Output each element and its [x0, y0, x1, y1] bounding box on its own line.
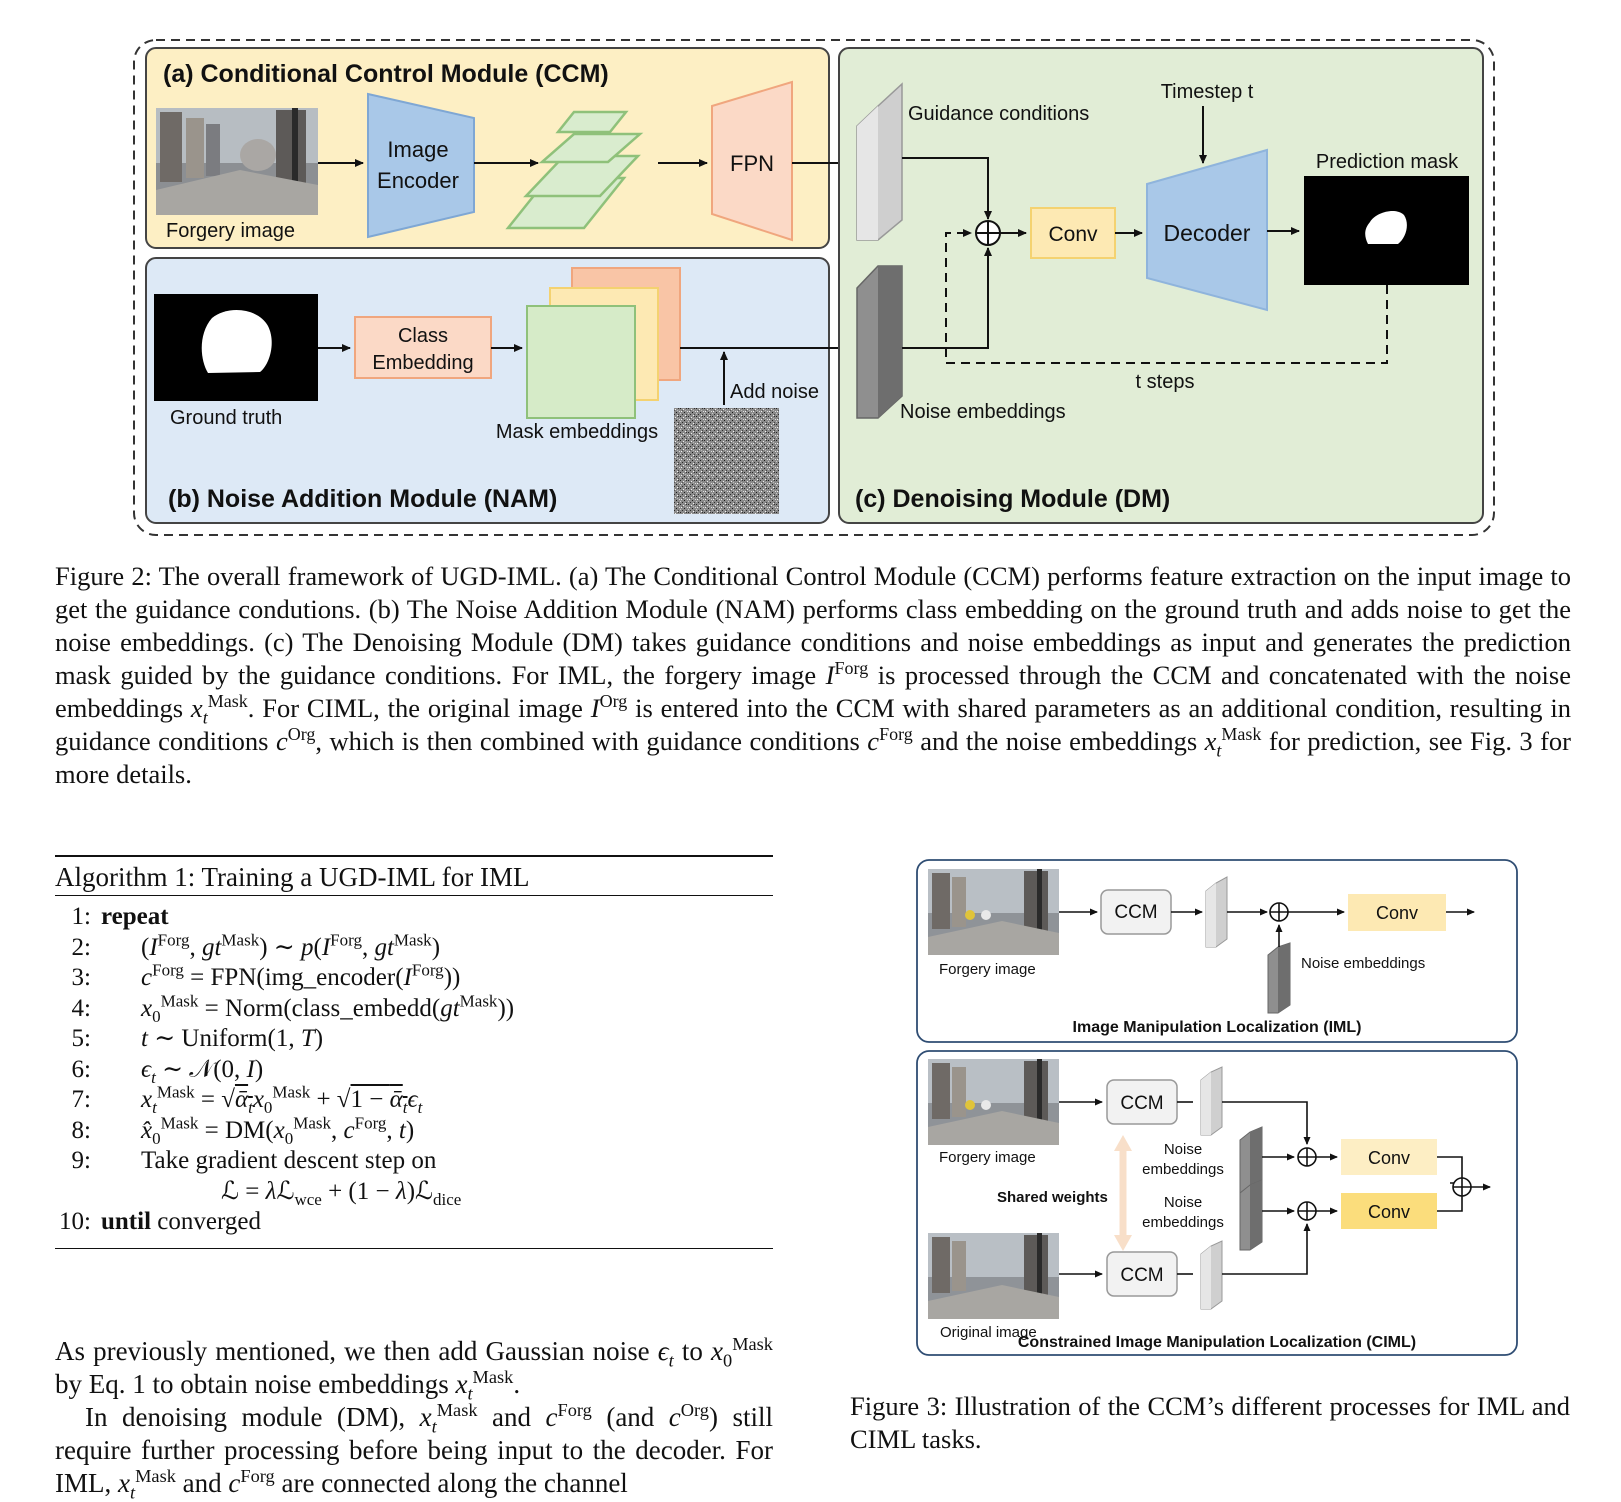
original-image-label: Original image: [940, 1324, 1037, 1341]
image-encoder-label-1: Image: [387, 137, 448, 162]
mask-embeddings-stack: [526, 267, 681, 419]
guidance-conditions-slab: [856, 82, 903, 241]
ciml-plus-top-icon: [1297, 1147, 1317, 1167]
noise-embeddings-slab: [856, 265, 903, 419]
iml-conv-block: [1348, 894, 1446, 931]
ciml-conv-top-label: Conv: [1368, 1148, 1410, 1168]
mask-embeddings-label: Mask embeddings: [496, 421, 658, 443]
ciml-forgery-image: [928, 1059, 1059, 1145]
ciml-ccm-bottom-label: CCM: [1120, 1265, 1163, 1286]
forgery-image-thumbnail: [156, 108, 318, 215]
algorithm-line: ℒ = λℒwce + (1 − λ)ℒdice: [221, 1177, 462, 1209]
paragraph: In denoising module (DM), xtMask and cFo…: [55, 1400, 773, 1502]
class-embedding-label-2: Embedding: [372, 352, 473, 374]
ciml-guidance-top-slab: [1200, 1066, 1223, 1136]
ccm-panel: (a) Conditional Control Module (CCM) For…: [145, 47, 851, 249]
algorithm-line: 6: ϵt ∼ 𝒩(0, I): [71, 1055, 264, 1087]
algorithm-line: 8: x̂0Mask = DM(x0Mask, cForg, t): [71, 1113, 415, 1148]
iml-plus-icon: [1269, 902, 1289, 922]
iml-forgery-label: Forgery image: [939, 961, 1036, 978]
iml-noise-slab: [1267, 942, 1291, 1014]
ciml-noise-bottom-label-1: Noise: [1164, 1194, 1202, 1211]
guidance-conditions-label: Guidance conditions: [908, 103, 1089, 125]
ciml-final-plus-icon: [1452, 1177, 1472, 1197]
fpn-block: [711, 80, 793, 242]
ciml-ccm-top-label: CCM: [1120, 1093, 1163, 1114]
algorithm-line: 3: cForg = FPN(img_encoder(IForg)): [71, 960, 461, 991]
decoder-label: Decoder: [1164, 220, 1251, 246]
outer-dashed-frame: [133, 39, 1495, 536]
figure-2-caption: Figure 2: The overall framework of UGD-I…: [55, 561, 1572, 789]
iml-ccm-label: CCM: [1114, 902, 1157, 923]
feature-pyramid-layers: [505, 110, 644, 230]
t-steps-label: t steps: [1136, 371, 1195, 393]
shared-weights-arrow: [1114, 1135, 1132, 1251]
noise-sample: [674, 408, 779, 514]
ciml-guidance-bottom-slab: [1200, 1240, 1223, 1310]
dm-panel: (c) Denoising Module (DM) Guidance condi…: [838, 47, 1484, 524]
decoder-block: [1146, 148, 1268, 312]
ciml-plus-bottom-icon: [1297, 1201, 1317, 1221]
figure-3-ccm-processes: Forgery image CCM Noise embeddings Conv …: [916, 859, 1518, 1356]
nam-title: (b) Noise Addition Module (NAM): [168, 485, 557, 513]
ciml-panel: Forgery image CCM Shared weights Noise e…: [916, 1050, 1518, 1356]
algorithm-line: 9: Take gradient descent step on: [71, 1147, 437, 1174]
algorithm-line: 2: (IForg, gtMask) ∼ p(IForg, gtMask): [71, 930, 441, 961]
image-encoder-block: [367, 92, 475, 239]
ciml-conv-bottom-block: [1341, 1193, 1437, 1229]
fpn-label: FPN: [730, 151, 774, 176]
algorithm-line: 5: t ∼ Uniform(1, T): [71, 1025, 324, 1052]
figure-3-caption: Figure 3: Illustration of the CCM’s diff…: [850, 1391, 1570, 1454]
ciml-original-image: [928, 1233, 1059, 1319]
ciml-noise-top-label-1: Noise: [1164, 1141, 1202, 1158]
ciml-title: Constrained Image Manipulation Localizat…: [1018, 1334, 1416, 1351]
iml-panel: Forgery image CCM Noise embeddings Conv …: [916, 859, 1518, 1043]
add-noise-label: Add noise: [730, 381, 819, 403]
prediction-mask-label: Prediction mask: [1316, 151, 1459, 173]
timestep-label: Timestep t: [1161, 81, 1254, 103]
nam-panel: (b) Noise Addition Module (NAM) Ground t…: [145, 257, 851, 524]
class-embedding-label-1: Class: [398, 325, 448, 347]
t-steps-loop: [945, 229, 1388, 364]
algorithm-line: 10: until converged: [59, 1208, 261, 1235]
ccm-title: (a) Conditional Control Module (CCM): [163, 60, 609, 88]
algorithm-title: Algorithm 1: Training a UGD-IML for IML: [55, 862, 530, 892]
algorithm-line: 7: xtMask = √ᾱtx0Mask + √1 − ᾱtϵt: [71, 1082, 423, 1117]
conv-label: Conv: [1048, 223, 1098, 246]
class-embedding-block: [354, 316, 492, 379]
image-encoder-label-2: Encoder: [377, 168, 459, 193]
iml-forgery-image: [928, 869, 1059, 955]
algorithm-line: 1: repeat: [71, 903, 169, 930]
ciml-conv-bottom-label: Conv: [1368, 1202, 1410, 1222]
figure-2-framework: (a) Conditional Control Module (CCM) For…: [133, 39, 1495, 536]
body-text: As previously mentioned, we then add Gau…: [55, 1334, 773, 1502]
algorithm-line: 4: x0Mask = Norm(class_embedd(gtMask)): [71, 991, 515, 1026]
ciml-noise-bottom-slab: [1239, 1179, 1263, 1251]
iml-noise-label: Noise embeddings: [1301, 955, 1425, 972]
ciml-forgery-label: Forgery image: [939, 1149, 1036, 1166]
concat-plus-icon: [975, 220, 1001, 246]
forgery-image-label: Forgery image: [166, 220, 295, 242]
shared-weights-label: Shared weights: [997, 1189, 1108, 1206]
noise-embeddings-label: Noise embeddings: [900, 401, 1066, 423]
dm-title: (c) Denoising Module (DM): [855, 485, 1170, 513]
prediction-mask-image: [1304, 176, 1469, 285]
ground-truth-mask: [154, 294, 318, 401]
algorithm-1: Algorithm 1: Training a UGD-IML for IML …: [55, 855, 773, 1249]
iml-title: Image Manipulation Localization (IML): [1073, 1019, 1362, 1036]
paragraph: As previously mentioned, we then add Gau…: [55, 1334, 773, 1404]
ciml-noise-top-slab: [1239, 1126, 1263, 1198]
ground-truth-label: Ground truth: [170, 407, 282, 429]
ciml-noise-top-label-2: embeddings: [1142, 1161, 1224, 1178]
iml-guidance-slab: [1205, 876, 1228, 948]
iml-conv-label: Conv: [1376, 903, 1418, 923]
ciml-noise-bottom-label-2: embeddings: [1142, 1214, 1224, 1231]
conv-block: [1030, 207, 1116, 259]
ciml-conv-top-block: [1341, 1139, 1437, 1175]
